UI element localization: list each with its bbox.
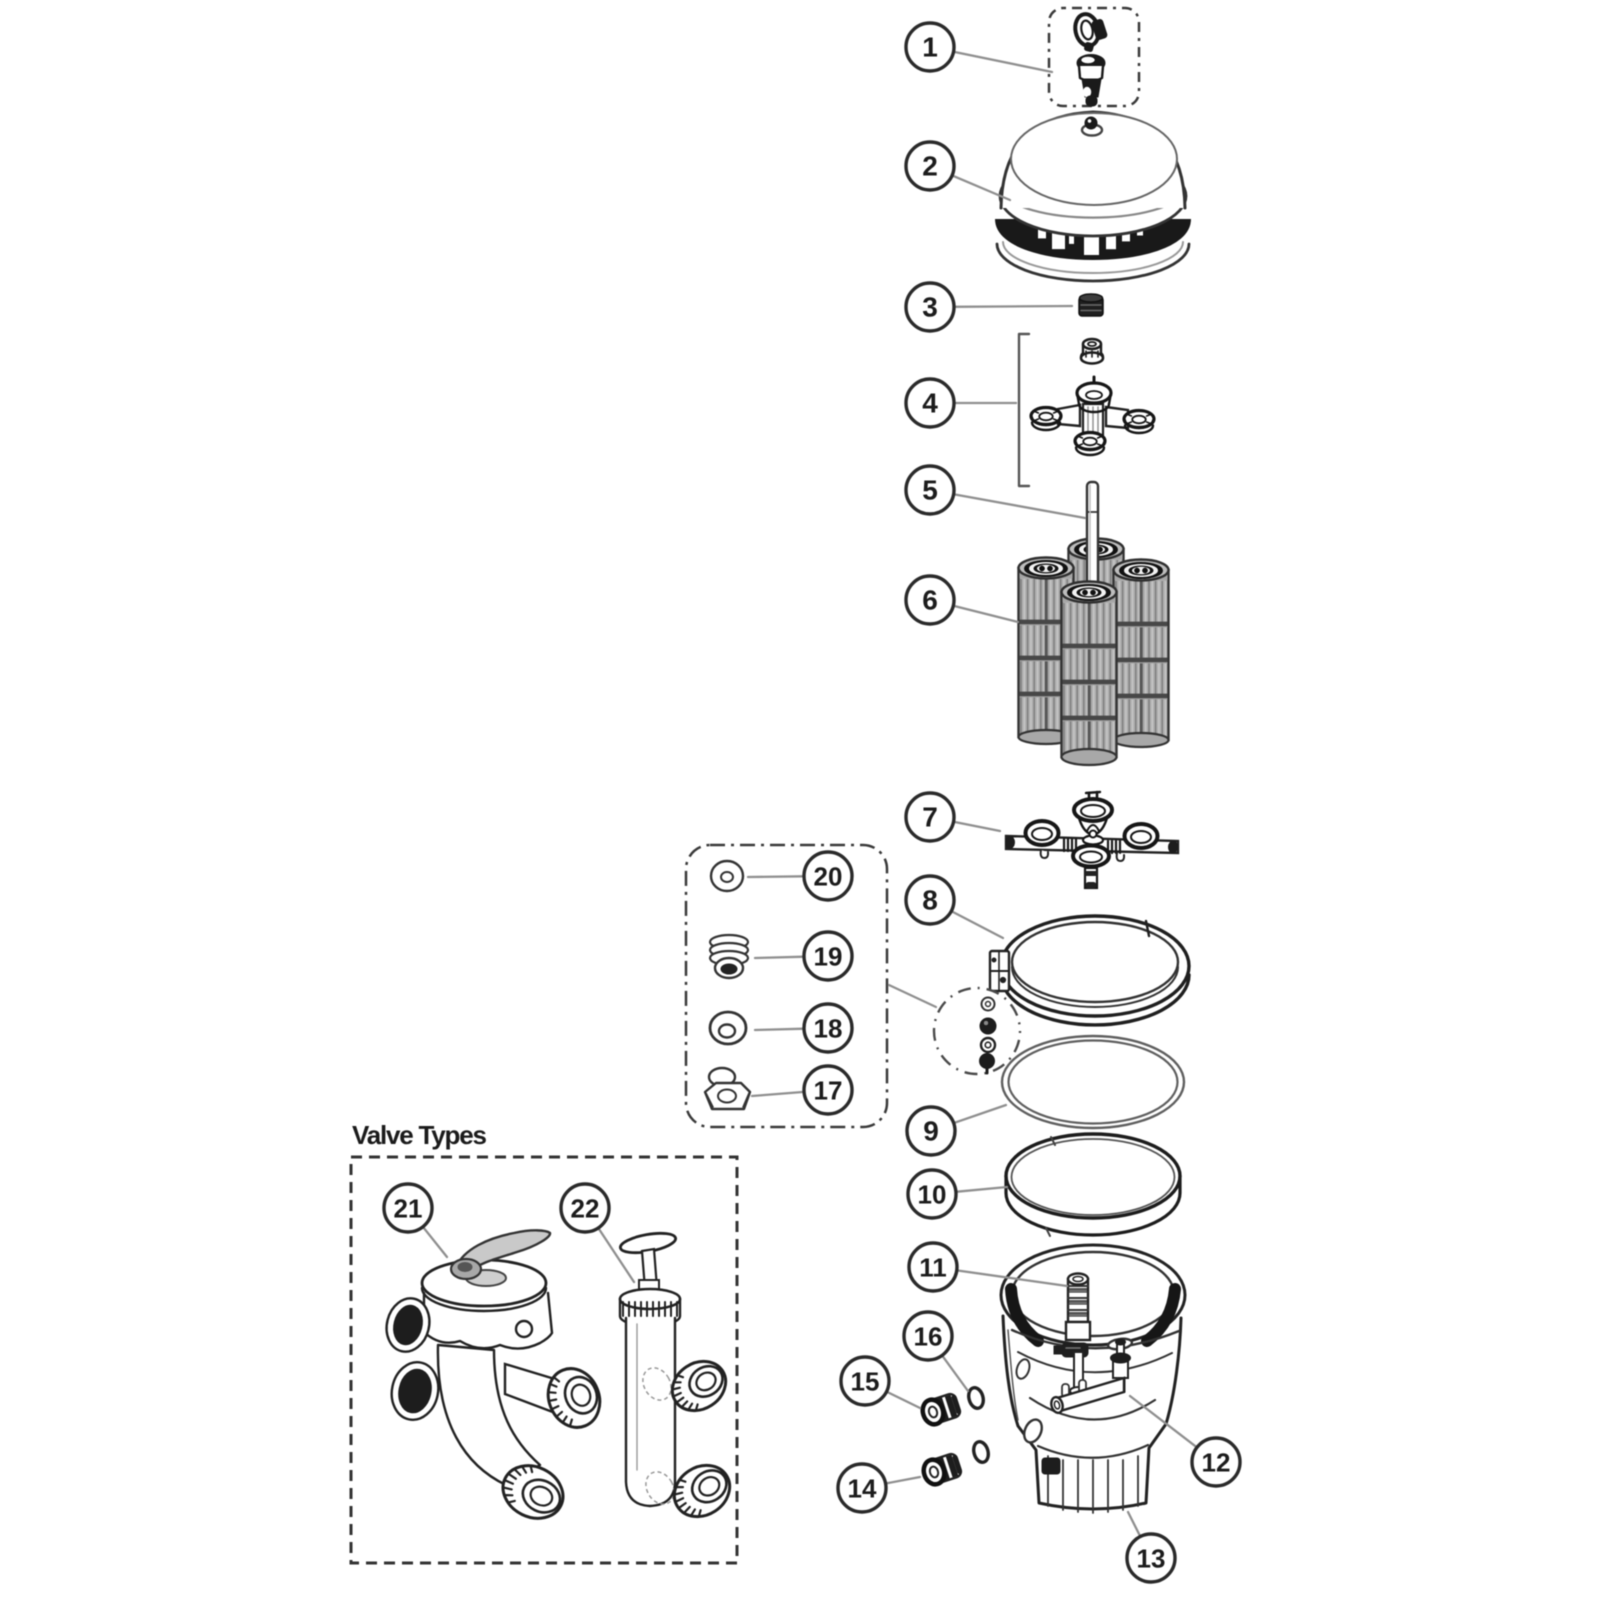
svg-text:20: 20	[814, 862, 843, 892]
svg-text:17: 17	[814, 1076, 843, 1106]
svg-text:16: 16	[914, 1322, 943, 1352]
svg-text:18: 18	[814, 1014, 843, 1044]
svg-text:Valve Types: Valve Types	[352, 1120, 486, 1150]
svg-text:7: 7	[922, 802, 938, 833]
svg-text:14: 14	[848, 1474, 877, 1504]
svg-text:2: 2	[922, 151, 938, 182]
svg-text:10: 10	[918, 1180, 947, 1210]
svg-text:5: 5	[922, 475, 938, 506]
svg-text:3: 3	[922, 292, 938, 323]
svg-text:13: 13	[1137, 1544, 1166, 1574]
svg-text:8: 8	[922, 885, 938, 916]
svg-text:21: 21	[394, 1194, 423, 1224]
svg-text:9: 9	[923, 1116, 939, 1147]
svg-text:6: 6	[922, 585, 938, 616]
svg-text:19: 19	[814, 942, 843, 972]
svg-text:12: 12	[1202, 1448, 1231, 1478]
svg-text:15: 15	[851, 1367, 880, 1397]
svg-text:22: 22	[571, 1194, 600, 1224]
svg-text:11: 11	[919, 1253, 947, 1283]
svg-text:4: 4	[922, 388, 938, 419]
svg-text:1: 1	[922, 32, 938, 63]
